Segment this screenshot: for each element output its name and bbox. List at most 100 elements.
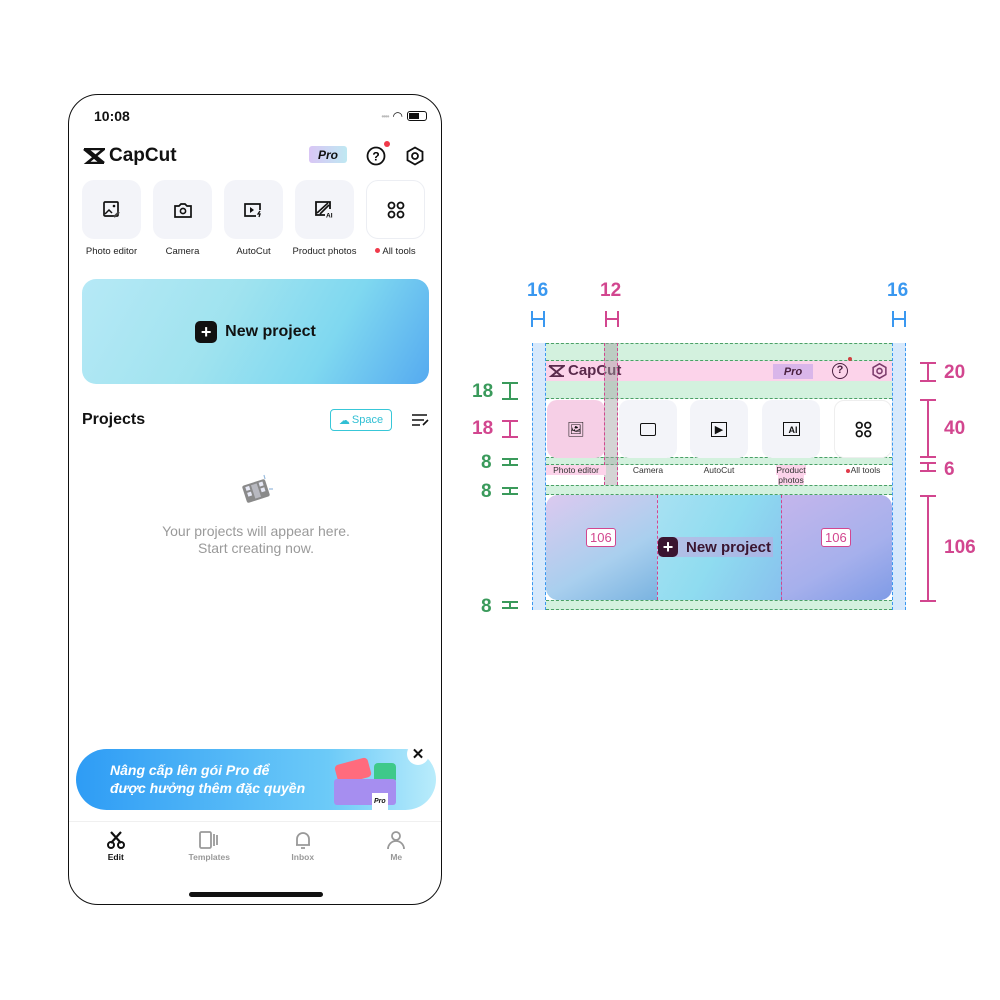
app-name: CapCut	[568, 362, 622, 379]
spec-marker	[502, 487, 518, 495]
tool-label: Photo editor	[85, 246, 138, 257]
tool-label: Product photos	[292, 246, 357, 257]
tab-edit[interactable]: Edit	[69, 822, 163, 871]
tab-bar: Edit Templates Inbox Me	[69, 821, 442, 871]
tab-inbox[interactable]: Inbox	[256, 822, 350, 871]
film-icon	[239, 473, 275, 512]
settings-button[interactable]	[404, 145, 426, 167]
help-icon: ?	[832, 363, 848, 379]
battery-icon	[407, 111, 427, 121]
app-name: CapCut	[109, 145, 177, 166]
spec-logo: CapCut	[548, 362, 621, 379]
empty-text-1: Your projects will appear here.	[162, 523, 350, 539]
right-margin-guide	[892, 343, 906, 610]
spec-tool-label: Photo editor	[546, 465, 606, 475]
help-button[interactable]: ?	[365, 141, 390, 167]
status-time: 10:08	[94, 108, 130, 124]
bell-icon	[295, 832, 310, 849]
spec-tile-photo-editor: 🖼	[547, 400, 605, 458]
tab-label: Inbox	[291, 852, 315, 862]
spacing-band	[546, 457, 892, 465]
edit-list-icon	[411, 414, 429, 426]
autocut-icon	[244, 202, 261, 217]
spec-label-gap: 8	[481, 452, 492, 473]
help-icon: ?	[366, 146, 386, 166]
spec-corner-label: 106	[586, 528, 616, 547]
gear-icon	[872, 362, 887, 380]
photo-edit-icon: 🖼	[567, 420, 585, 437]
capcut-logo-icon	[83, 148, 105, 164]
autocut-icon: ▶	[710, 421, 728, 437]
gift-box-illustration: Pro	[324, 753, 412, 811]
tab-me[interactable]: Me	[350, 822, 442, 871]
scissors-icon	[106, 831, 125, 849]
pro-badge[interactable]: Pro	[309, 146, 347, 163]
spec-icon-gap: 18	[472, 418, 494, 439]
tool-photo-editor[interactable]: Photo editor	[82, 180, 141, 257]
spec-marker	[920, 495, 936, 602]
tool-product-photos[interactable]: AI Product photos	[293, 180, 356, 257]
phone-screen: 10:08 •••• ◠ CapCut Pro ? Photo editor C…	[68, 94, 442, 905]
spacing-band	[546, 343, 892, 361]
new-project-button[interactable]: + New project	[82, 279, 429, 384]
spec-tool-label: Camera	[632, 465, 664, 475]
gap-guide	[604, 343, 618, 485]
camera-icon	[640, 422, 656, 436]
home-indicator	[189, 892, 323, 897]
spec-header-height: 20	[944, 362, 966, 383]
spec-marker	[920, 399, 936, 458]
tool-camera[interactable]: Camera	[153, 180, 212, 257]
spec-banner-height: 106	[944, 537, 976, 558]
svg-text:?: ?	[372, 150, 379, 164]
spacing-band	[546, 485, 892, 495]
tab-templates[interactable]: Templates	[163, 822, 257, 871]
status-icons: •••• ◠	[381, 109, 427, 123]
tool-label-all: All tools	[361, 246, 431, 257]
user-icon	[387, 831, 406, 850]
templates-icon	[199, 831, 219, 849]
close-promo-button[interactable]: ✕	[407, 743, 429, 765]
spec-marker	[605, 311, 619, 327]
spec-corner-label: 106	[821, 528, 851, 547]
spec-marker	[920, 462, 936, 472]
new-project-label: New project	[225, 322, 316, 340]
tool-label: AutoCut	[236, 246, 271, 257]
spec-pro-badge: Pro	[773, 364, 813, 379]
spec-tile-product-photos: AI	[762, 400, 820, 458]
spec-tool-label: Product photos	[776, 465, 806, 485]
spec-marker	[502, 601, 518, 609]
plus-icon: +	[658, 537, 678, 557]
promo-pro-badge: Pro	[372, 793, 388, 811]
left-margin-guide	[532, 343, 546, 610]
spec-new-project-banner: 106 106 + New project	[546, 495, 892, 600]
close-icon: ✕	[411, 746, 425, 763]
tool-autocut[interactable]: AutoCut	[224, 180, 283, 257]
ai-image-icon: AI	[315, 201, 333, 219]
promo-line-1: Nâng cấp lên gói Pro để	[110, 762, 270, 778]
camera-icon	[173, 202, 192, 218]
spec-marker	[502, 458, 518, 466]
notification-dot	[848, 357, 852, 361]
spacing-band	[546, 600, 892, 610]
spec-tile-all-tools	[834, 400, 892, 458]
new-project-label: New project	[686, 538, 772, 556]
capcut-logo-icon	[548, 364, 565, 377]
cloud-upload-icon: ☁	[338, 414, 350, 427]
manage-projects-button[interactable]	[411, 411, 429, 429]
tool-label: All tools	[382, 246, 416, 257]
tab-label: Edit	[107, 852, 124, 862]
spec-tile-height: 40	[944, 418, 966, 439]
space-button[interactable]: ☁ Space	[330, 409, 392, 431]
tool-all-tools[interactable]: All tools	[366, 180, 425, 257]
tool-label: Camera	[165, 246, 200, 257]
svg-text:AI: AI	[326, 213, 333, 219]
spec-marker	[892, 311, 906, 327]
pro-upgrade-banner[interactable]: Nâng cấp lên gói Pro để được hưởng thêm …	[76, 749, 436, 811]
photo-edit-icon	[102, 200, 120, 218]
tab-label: Me	[390, 852, 403, 862]
grid-icon	[387, 201, 404, 218]
promo-line-2: được hưởng thêm đặc quyền	[110, 780, 306, 796]
notification-dot	[384, 141, 390, 147]
spec-marker	[502, 382, 518, 400]
signal-icon: ••••	[381, 111, 389, 121]
